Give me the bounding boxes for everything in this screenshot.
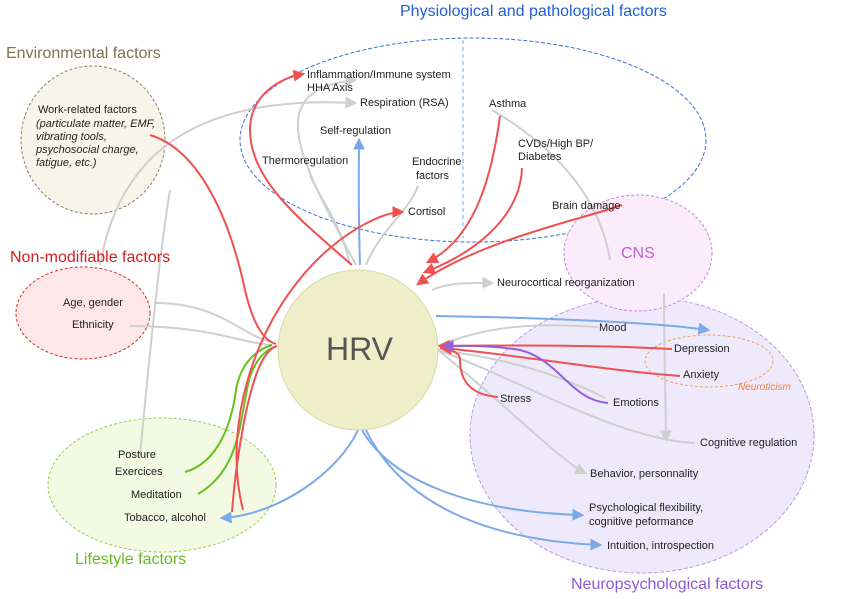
arrow-hrv-to-neurocortical: [431, 276, 495, 291]
inflammation-label: Inflammation/Immune system: [307, 69, 451, 81]
non-modifiable-factors-title: Non-modifiable factors: [10, 249, 171, 266]
endocrine-label: Endocrine: [412, 156, 462, 168]
arrow-hrv-to-intuition: [365, 429, 603, 551]
environmental-factors-title: Environmental factors: [6, 45, 161, 62]
arrow-tobacco-to-hrv: [231, 345, 278, 513]
stress-label: Stress: [500, 393, 532, 405]
arrow-hrv-thermoregulation: [309, 174, 351, 266]
cognitive-regulation-label: Cognitive regulation: [700, 437, 798, 449]
work-related-factors-detail: (particulate matter, EMF, vibrating tool…: [36, 118, 156, 169]
posture-label: Posture: [118, 449, 156, 461]
psychological-flexibility-label: Psychological flexibility,: [589, 502, 704, 514]
intuition-introspection-label: Intuition, introspection: [607, 540, 715, 552]
endocrine-factors-label: factors: [416, 170, 450, 182]
hrv-label: HRV: [326, 331, 393, 367]
anxiety-label: Anxiety: [683, 369, 720, 381]
thermoregulation-label: Thermoregulation: [262, 155, 349, 167]
neuropsychological-group-ellipse: [469, 296, 815, 574]
arrow-hrv-to-inflammation-red: [248, 69, 353, 266]
cns-title: CNS: [621, 245, 655, 262]
cognitive-performance-label: cognitive peformance: [589, 516, 694, 528]
mood-label: Mood: [599, 322, 627, 334]
neuroticism-label: Neuroticism: [738, 382, 791, 393]
arrow-hrv-to-emotions: [437, 349, 606, 399]
hha-axis-label: HHA Axis: [307, 82, 353, 94]
arrow-meditation-to-hrv: [197, 346, 275, 495]
behavior-personnality-label: Behavior, personnality: [590, 468, 699, 480]
physiological-factors-title: Physiological and pathological factors: [400, 3, 667, 20]
arrow-hrv-to-inflammation: [296, 75, 358, 266]
cortisol-label: Cortisol: [408, 206, 446, 218]
respiration-label: Respiration (RSA): [360, 97, 449, 109]
lifestyle-factors-title: Lifestyle factors: [75, 551, 187, 568]
depression-label: Depression: [674, 343, 730, 355]
arrow-asthma-to-hrv: [425, 115, 501, 264]
asthma-label: Asthma: [489, 98, 527, 110]
arrow-hrv-to-self-regulation: [352, 137, 365, 266]
arrow-cvds-to-hrv: [422, 167, 523, 275]
non-modifiable-group-ellipse: [15, 266, 151, 360]
physiological-group-ellipse: [239, 37, 707, 243]
arrow-hrv-endocrine: [365, 185, 419, 266]
arrow-posture-to-hrv: [139, 189, 171, 456]
arrow-brain-damage-to-hrv: [416, 204, 623, 286]
meditation-label: Meditation: [131, 489, 182, 501]
neurocortical-reorganization-label: Neurocortical reorganization: [497, 277, 635, 289]
arrow-hrv-to-tobacco: [219, 429, 359, 524]
arrow-work-to-respiration: [99, 96, 358, 266]
environmental-group-ellipse: [20, 65, 166, 215]
arrow-hrv-to-flexibility: [361, 429, 585, 521]
neuropsychological-factors-title: Neuropsychological factors: [571, 576, 764, 593]
hrv-circle: [277, 269, 439, 431]
arrow-asthma-to-cns: [491, 109, 611, 261]
self-regulation-label: Self-regulation: [320, 125, 391, 137]
tobacco-alcohol-label: Tobacco, alcohol: [124, 512, 206, 524]
diabetes-label: Diabetes: [518, 151, 562, 163]
work-related-factors-label: Work-related factors: [38, 104, 137, 116]
exercices-label: Exercices: [115, 466, 163, 478]
arrow-anxiety-to-hrv: [439, 342, 681, 377]
neuroticism-ellipse: [644, 334, 774, 388]
emotions-label: Emotions: [613, 397, 659, 409]
ethnicity-label: Ethnicity: [72, 319, 114, 331]
brain-damage-label: Brain damage: [552, 200, 621, 212]
arrow-age-to-hrv: [154, 302, 273, 343]
arrow-hrv-to-mood: [437, 324, 599, 347]
arrow-hrv-to-cortisol: [235, 206, 405, 511]
cvds-label: CVDs/High BP/: [518, 138, 594, 150]
age-gender-label: Age, gender: [63, 297, 123, 309]
arrow-hrv-to-mood-blue: [435, 315, 711, 335]
arrow-emotions-to-hrv: [441, 339, 609, 404]
lifestyle-group-ellipse: [47, 417, 277, 553]
arrow-cns-to-cognitive: [659, 292, 672, 443]
arrow-work-to-hrv: [149, 134, 277, 345]
